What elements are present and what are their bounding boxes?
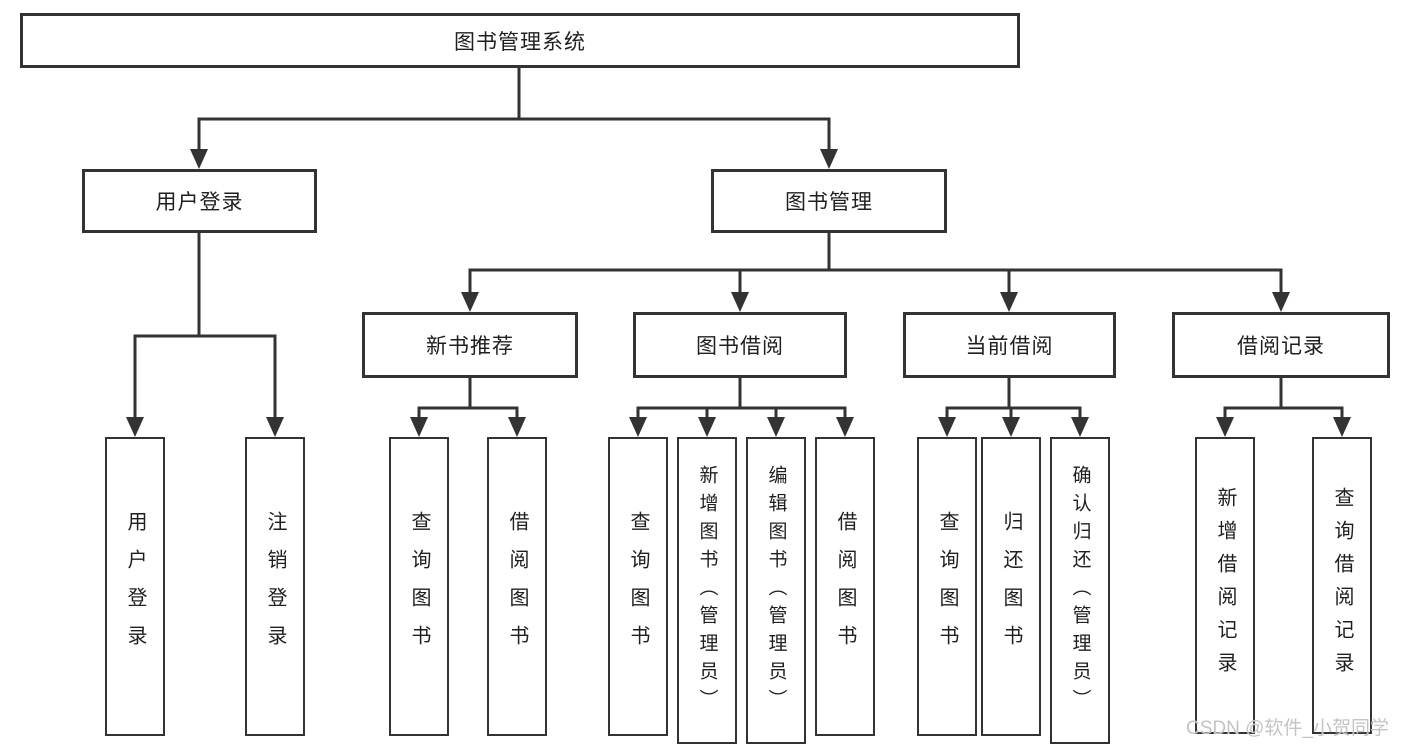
leaf-query-borrow-record: 查询借阅记录 [1312, 437, 1372, 734]
node-user-login: 用户登录 [82, 169, 317, 233]
leaf-return-books-label: 归还图书 [1000, 510, 1022, 663]
leaf-confirm-return-admin-label: 确认归还（管理员） [1069, 464, 1091, 717]
leaf-edit-books-admin: 编辑图书（管理员） [746, 437, 806, 744]
leaf-user-login-label: 用户登录 [124, 510, 146, 663]
node-book-borrow: 图书借阅 [633, 312, 847, 378]
leaf-add-books-admin: 新增图书（管理员） [677, 437, 737, 744]
leaf-recommend-borrow-books-label: 借阅图书 [506, 510, 528, 663]
node-new-book-recommend-label: 新书推荐 [426, 335, 514, 358]
node-book-borrow-label: 图书借阅 [696, 335, 784, 358]
node-new-book-recommend: 新书推荐 [362, 312, 578, 378]
leaf-add-borrow-record-label: 新增借阅记录 [1214, 486, 1236, 685]
leaf-current-query-books: 查询图书 [917, 437, 977, 736]
leaf-current-query-books-label: 查询图书 [936, 510, 958, 663]
node-book-management-label: 图书管理 [785, 191, 873, 214]
node-current-borrow-label: 当前借阅 [965, 335, 1054, 358]
leaf-logout: 注销登录 [245, 437, 305, 736]
leaf-recommend-query-books: 查询图书 [389, 437, 449, 736]
leaf-return-books: 归还图书 [981, 437, 1041, 736]
leaf-add-borrow-record: 新增借阅记录 [1195, 437, 1255, 734]
watermark: CSDN @软件_小贺同学 [1186, 718, 1389, 739]
leaf-recommend-borrow-books: 借阅图书 [487, 437, 547, 736]
leaf-add-books-admin-label: 新增图书（管理员） [696, 464, 718, 717]
node-borrow-records-label: 借阅记录 [1237, 335, 1325, 358]
node-book-management: 图书管理 [711, 169, 947, 233]
node-root-label: 图书管理系统 [454, 30, 586, 54]
leaf-logout-label: 注销登录 [264, 510, 286, 663]
leaf-borrow-query-books-label: 查询图书 [627, 510, 649, 663]
leaf-borrow-books-label: 借阅图书 [834, 510, 856, 663]
node-root: 图书管理系统 [20, 13, 1020, 68]
leaf-user-login: 用户登录 [105, 437, 165, 736]
node-borrow-records: 借阅记录 [1172, 312, 1390, 378]
node-current-borrow: 当前借阅 [903, 312, 1116, 378]
leaf-query-borrow-record-label: 查询借阅记录 [1331, 486, 1353, 685]
leaf-borrow-query-books: 查询图书 [608, 437, 668, 736]
leaf-borrow-books: 借阅图书 [815, 437, 875, 736]
leaf-recommend-query-books-label: 查询图书 [408, 510, 430, 663]
leaf-confirm-return-admin: 确认归还（管理员） [1050, 437, 1110, 744]
leaf-edit-books-admin-label: 编辑图书（管理员） [765, 464, 787, 717]
node-user-login-label: 用户登录 [155, 191, 244, 214]
